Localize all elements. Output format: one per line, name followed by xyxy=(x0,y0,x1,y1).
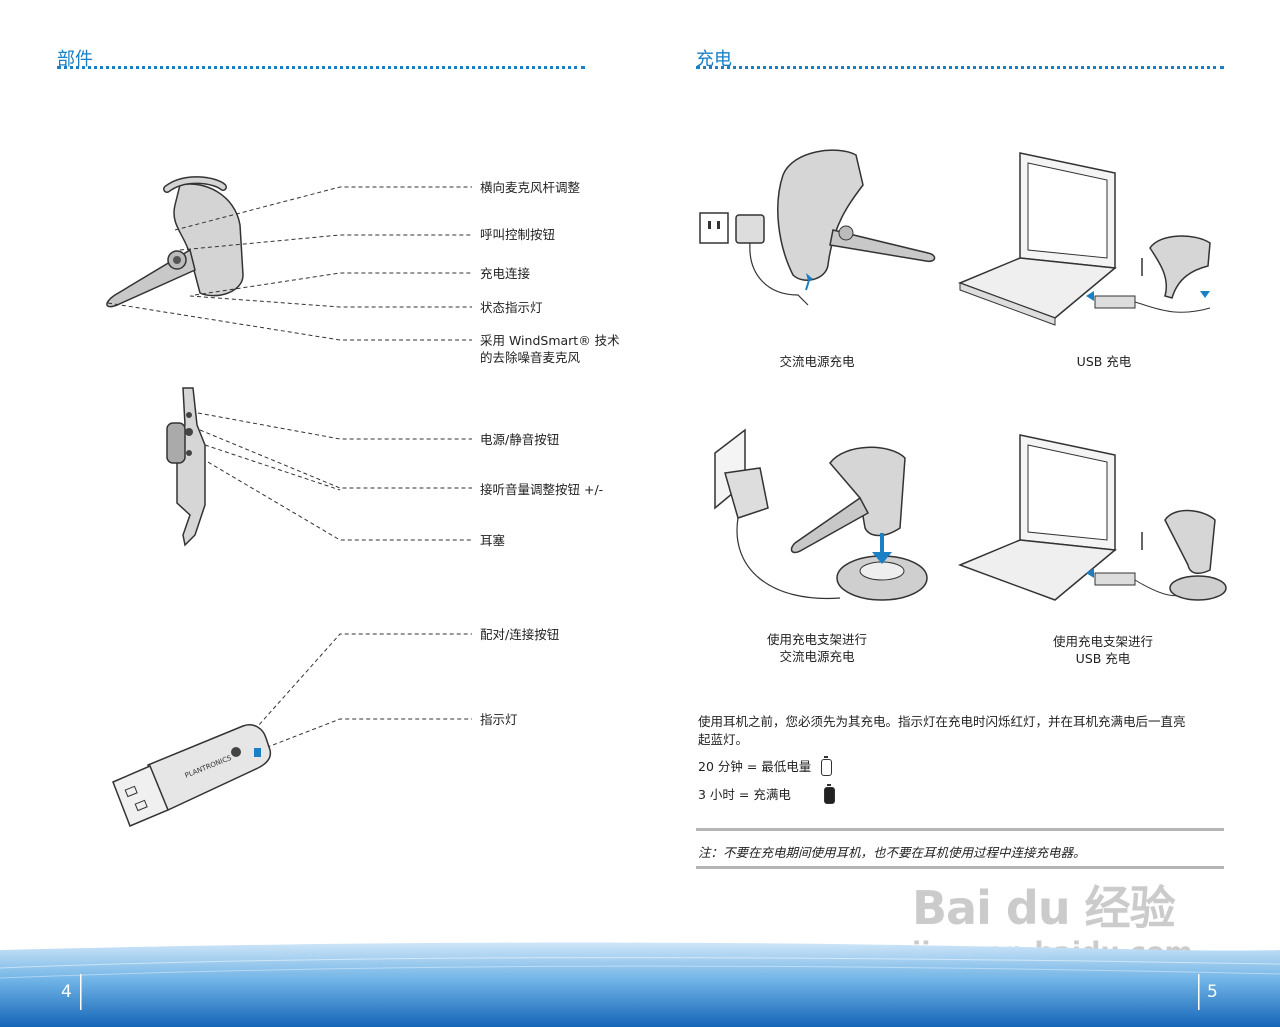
headset-side-illustration xyxy=(166,387,206,547)
callout-windsmart-2: 的去除噪音麦克风 xyxy=(480,350,581,365)
stand-usb-charging-illustration xyxy=(957,434,1227,601)
caption-stand-ac-1: 使用充电支架进行 xyxy=(766,632,867,647)
callout-status-light: 状态指示灯 xyxy=(480,300,543,315)
footer-wave xyxy=(0,942,1280,1027)
callout-charge-port: 充电连接 xyxy=(480,266,531,281)
charge-time-full-label: 3 小时 = 充满电 xyxy=(698,787,791,802)
right-page-title: 充电 xyxy=(696,49,732,70)
callout-boom-adjust: 横向麦克风杆调整 xyxy=(480,180,581,195)
usb-charging-illustration xyxy=(957,152,1211,326)
ac-charging-illustration xyxy=(699,149,936,306)
right-page-number: 5 xyxy=(1207,982,1218,1002)
right-title-divider xyxy=(696,66,1224,69)
instruction-line-2: 起蓝灯。 xyxy=(698,732,749,747)
left-page-title: 部件 xyxy=(57,49,93,70)
battery-low-icon xyxy=(821,756,833,776)
callout-power-mute: 电源/静音按钮 xyxy=(480,432,560,447)
left-title-divider xyxy=(57,66,585,69)
battery-full-icon xyxy=(823,784,835,804)
caption-stand-ac-2: 交流电源充电 xyxy=(779,649,855,664)
callout-volume: 接听音量调整按钮 +/- xyxy=(480,482,604,497)
watermark-brand: Bai du 经验 xyxy=(912,881,1176,935)
caption-stand-usb-1: 使用充电支架进行 xyxy=(1052,634,1153,649)
callout-eartip: 耳塞 xyxy=(480,533,506,548)
callout-pair-button: 配对/连接按钮 xyxy=(480,627,560,642)
usb-adapter-illustration: PLANTRONICS xyxy=(112,724,272,827)
stand-ac-charging-illustration xyxy=(714,428,928,601)
headset-illustration xyxy=(106,176,244,308)
note-top-bar xyxy=(696,828,1224,831)
instruction-line-1: 使用耳机之前，您必须先为其充电。指示灯在充电时闪烁红灯，并在耳机充满电后一直亮 xyxy=(698,714,1186,729)
charge-time-minimum: 20 分钟 = 最低电量 xyxy=(698,756,833,776)
callout-call-control: 呼叫控制按钮 xyxy=(480,227,556,242)
caption-ac-charging: 交流电源充电 xyxy=(779,354,855,369)
caption-usb-charging: USB 充电 xyxy=(1076,354,1132,369)
charge-time-full: 3 小时 = 充满电 xyxy=(698,784,835,804)
charging-note: 注：不要在充电期间使用耳机，也不要在耳机使用过程中连接充电器。 xyxy=(698,845,1086,860)
charge-time-minimum-label: 20 分钟 = 最低电量 xyxy=(698,759,812,774)
callout-windsmart-1: 采用 WindSmart® 技术 xyxy=(480,333,620,348)
callout-indicator: 指示灯 xyxy=(480,712,518,727)
caption-stand-usb-2: USB 充电 xyxy=(1075,651,1131,666)
note-bottom-bar xyxy=(696,866,1224,869)
left-page-number: 4 xyxy=(61,982,72,1002)
